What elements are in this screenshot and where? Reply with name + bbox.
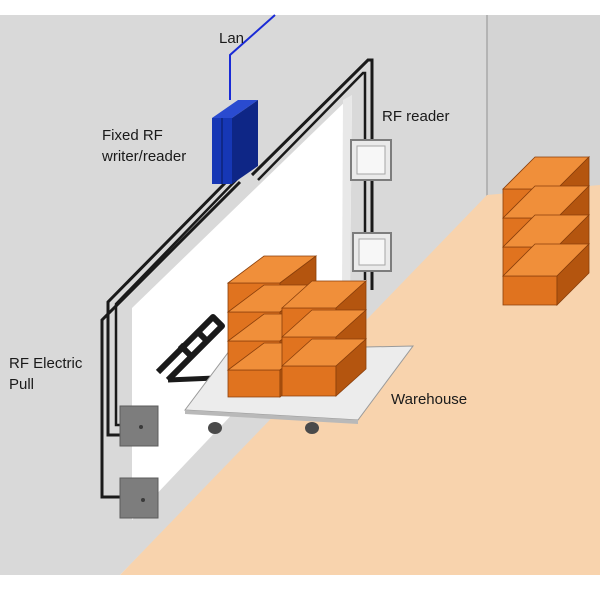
cable-left-outer [106, 176, 232, 437]
cable-pull-lower [100, 180, 242, 499]
rf-reader-label: RF reader [382, 108, 450, 125]
gate-panel-edge [342, 95, 352, 292]
lan-label: Lan [219, 30, 245, 47]
rf-electric-pull-upper-icon [119, 405, 159, 447]
right-wall [487, 15, 600, 200]
rf-electric-pull-lower-icon [119, 477, 159, 519]
rf-electric-pull-label-line1: RF Electric [9, 355, 83, 372]
warehouse-box-stack [502, 156, 590, 306]
cart-box-stack [226, 255, 368, 398]
fixed-rf-label: Fixed RF writer/reader [102, 125, 186, 167]
rf-reader-top-icon [350, 139, 392, 181]
fixed-rf-writer-reader-icon [212, 100, 258, 184]
rf-electric-pull-label-line2: Pull [9, 376, 35, 393]
fixed-rf-label-line2: writer/reader [102, 148, 187, 165]
fixed-rf-label-line1: Fixed RF [102, 127, 163, 144]
cart-box [280, 338, 368, 397]
rf-reader-bottom-icon [352, 232, 392, 272]
rf-electric-pull-label: RF Electric Pull [9, 353, 82, 395]
stack-box [502, 243, 590, 306]
warehouse-label: Warehouse [391, 391, 468, 408]
lan-cable [229, 14, 276, 100]
